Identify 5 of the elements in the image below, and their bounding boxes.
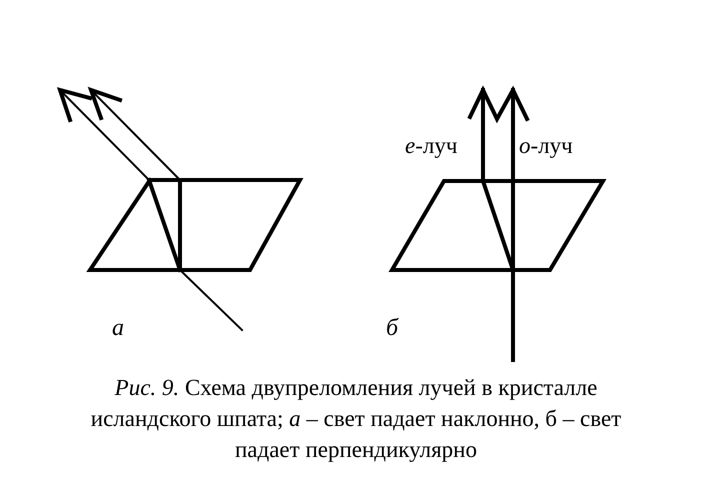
panel-label: а	[112, 316, 124, 340]
panel-label: б	[386, 316, 398, 340]
figure-caption: Рис. 9. Схема двупреломления лучей в кристалле исландского шпата; а – свет падает наклонно, б – свет падает перпендикулярно	[90, 374, 622, 464]
ray-label: e-луч	[405, 134, 458, 157]
ray-label: o-луч	[519, 134, 573, 157]
